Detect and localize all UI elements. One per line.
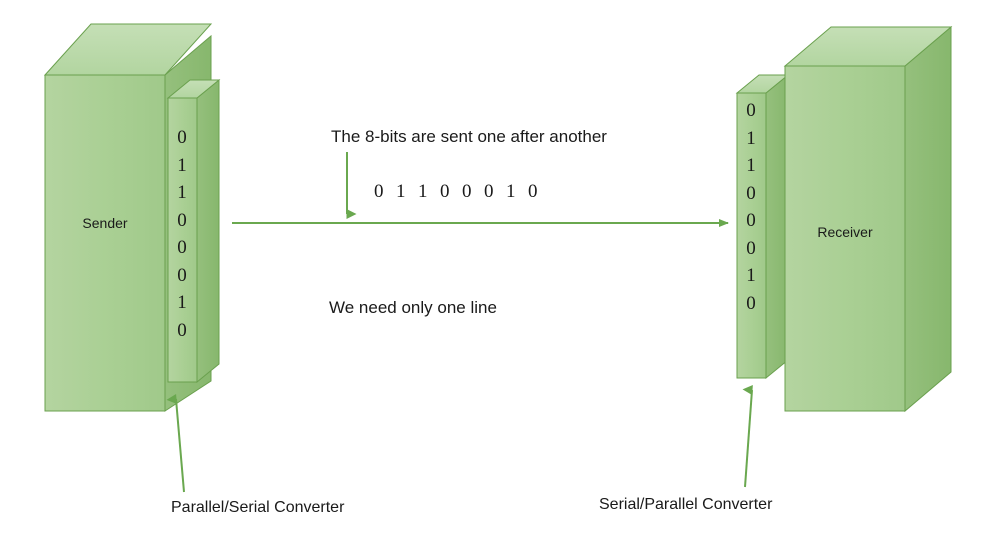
bit-value: 0	[177, 127, 187, 148]
receiver-register-front-face	[736, 92, 767, 379]
receiver-label: Receiver	[817, 224, 873, 240]
bit-value: 0	[746, 210, 756, 231]
bit-value: 1	[177, 154, 187, 176]
bit-value: 0	[746, 237, 756, 259]
parallel-serial-converter-arrow	[166, 393, 185, 493]
bit-value: 1	[177, 182, 187, 203]
serial-parallel-converter-arrow	[742, 385, 753, 488]
receiver-box	[783, 25, 953, 413]
parallel-serial-converter-label: Parallel/Serial Converter	[171, 499, 345, 516]
bit-value: 0	[746, 100, 756, 121]
sender-box-front-face	[44, 74, 166, 412]
sender-label: Sender	[82, 215, 128, 231]
sender-register-bits: 0 1 1 0 0 0 1 0	[170, 124, 194, 344]
bit-value: 1	[746, 265, 756, 286]
single-line-note: We need only one line	[329, 298, 497, 317]
bitstream-values: 0 1 1 0 0 0 1 0	[374, 181, 539, 202]
bit-value: 0	[177, 209, 187, 231]
sender-register-column	[166, 78, 221, 384]
bit-value: 0	[746, 182, 756, 204]
bit-value: 0	[177, 237, 187, 258]
sender-register-side-face	[196, 78, 220, 384]
receiver-register-bits: 0 1 1 0 0 0 1 0	[739, 97, 763, 317]
serial-transmission-note: The 8-bits are sent one after another	[331, 127, 607, 146]
bit-value: 1	[177, 292, 187, 313]
bit-value: 0	[746, 292, 756, 314]
bit-value: 0	[177, 319, 187, 341]
receiver-box-front-face	[784, 65, 906, 412]
bit-value: 1	[746, 155, 756, 176]
receiver-box-side-face	[904, 25, 952, 413]
bit-value: 0	[177, 264, 187, 286]
sender-register-front-face	[167, 97, 198, 383]
serial-parallel-converter-label: Serial/Parallel Converter	[599, 496, 773, 513]
bit-value: 1	[746, 127, 756, 149]
